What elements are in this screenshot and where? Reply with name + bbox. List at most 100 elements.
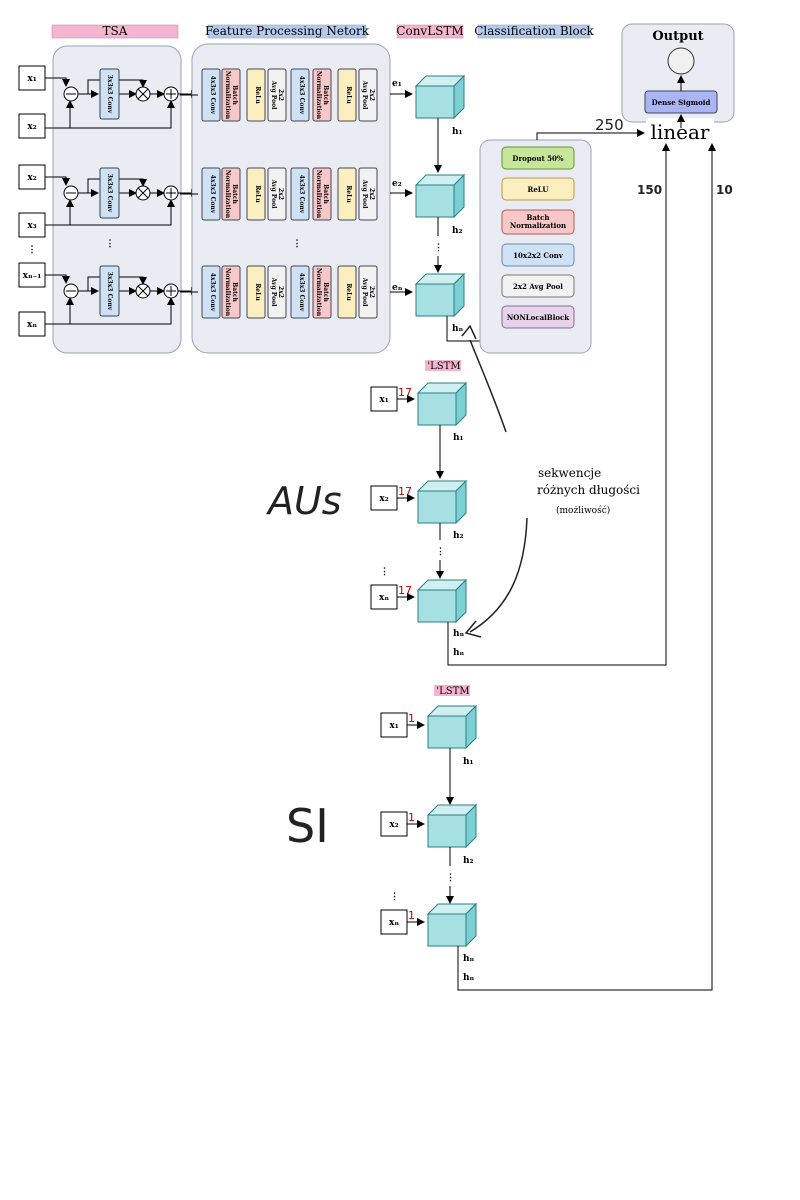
classification-block [501,177,575,201]
feature-block [337,265,357,319]
feature-block-label: BatchNormalization [315,170,329,219]
feature-block [201,265,221,319]
aus-ellipsis: ⋮ [436,546,445,557]
convlstm-cell [415,174,465,218]
output-node [667,47,695,75]
note-line-2: różnych długości [537,483,640,497]
si-lstm-cell [427,903,477,947]
feature-block [267,68,287,122]
si-lstm: 'LSTM x₁ 1 h₁ x₂ 1 h₂ ⋮ ⋮ xₙ 1 hₙ hₙ 10 … [286,143,733,991]
aus-handwritten-label: AUs [265,479,342,523]
tsa-input-label: xₙ [27,320,37,330]
convlstm-cell [415,273,465,317]
convlstm-cell [415,75,465,119]
aus-input-label: x₁ [379,395,388,405]
aus-lstm-cell [417,382,467,426]
feature-block-label: ReLu [254,86,261,104]
feature-block-label: BatchNormalization [224,268,238,317]
tsa-conv-label: 3x3x3 Conv [106,75,113,114]
feature-block-label: 2x2Avg Pool [361,277,375,308]
feature-block [337,167,357,221]
classification-to-linear-edge [536,129,645,140]
tsa-input-label: x₁ [27,74,36,84]
note-line-3: (możliwość) [556,505,610,516]
tsa-inputs: x₁ x₂ x₂ x₃ ⋮ xₙ₋₁ xₙ [18,65,46,337]
classification-title: Classification Block [474,24,594,38]
feature-block [246,167,266,221]
feature-block [312,68,332,122]
classification-block-label: 2x2 Avg Pool [513,282,563,291]
si-handwritten-label: SI [286,799,329,853]
feature-block [246,68,266,122]
si-hidden-label: h₂ [463,856,474,866]
aus-input-label: xₙ [379,593,389,603]
classification-block-label: NONLocalBlock [507,313,569,322]
aus-hidden-label: h₁ [453,433,464,443]
aus-lstm-cell [417,480,467,524]
tsa-ellipsis: ⋮ [106,238,115,249]
feature-block [358,167,378,221]
convlstm-input-en: eₙ [392,283,403,293]
tsa-conv-blocks: 3x3x3 Conv 3x3x3 Conv 3x3x3 Conv [99,68,120,317]
convlstm-header: ConvLSTM [396,24,464,39]
si-hidden-label: hₙ [463,973,475,983]
feature-title: Feature Processing Netork [205,24,370,38]
feature-block-label: 4x3x3 Conv [209,76,216,115]
classification-block [501,209,575,235]
classification-block [501,305,575,329]
output-title: Output [652,29,703,44]
si-input-label: x₁ [389,721,398,731]
feature-block [312,167,332,221]
feature-block-label: ReLu [345,185,352,203]
hand-arrow-to-classification [469,339,507,433]
feature-block [290,167,310,221]
classification-block-label: Dropout 50% [512,154,563,163]
aus-lstm-cell [417,579,467,623]
dim-10-label: 10 [716,183,733,197]
feature-block [337,68,357,122]
tsa-title: TSA [103,24,128,38]
classification-block [501,274,575,298]
feature-block-label: ReLu [254,283,261,301]
convlstm-input-e2: e₂ [392,179,402,189]
feature-block-label: 4x3x3 Conv [209,175,216,214]
feature-block [312,265,332,319]
tsa-input-label: x₂ [27,173,36,183]
feature-block-label: 2x2Avg Pool [270,277,284,308]
si-input-dim: 1 [408,712,415,725]
tsa-header: TSA [51,24,179,39]
feature-block [201,68,221,122]
si-ellipsis: ⋮ [446,872,455,883]
feature-block [221,167,241,221]
aus-input-label: x₂ [379,494,388,504]
feature-block [267,265,287,319]
aus-input-dim: 17 [398,386,412,399]
sequence-note: sekwencje różnych długości (możliwość) [537,466,640,516]
si-input-dim: 1 [408,909,415,922]
feature-block-label: 2x2Avg Pool [270,179,284,210]
feature-block-label: 2x2Avg Pool [361,179,375,210]
tsa-conv-label: 3x3x3 Conv [106,174,113,213]
tsa-row-3 [45,274,199,325]
feature-block-label: BatchNormalization [315,268,329,317]
feature-block-label: 2x2Avg Pool [270,80,284,111]
si-header: 'LSTM [436,686,469,697]
feature-block [201,167,221,221]
feature-header: Feature Processing Netork [205,24,370,39]
feature-block [290,68,310,122]
convlstm-hidden-h2: h₂ [452,226,463,236]
aus-header: 'LSTM [427,361,460,372]
feature-block-label: ReLu [254,185,261,203]
convlstm-ellipsis: ⋮ [434,242,443,253]
tsa-input-label: x₂ [27,122,36,132]
aus-hidden-label: h₂ [453,531,464,541]
convlstm-hidden-h1: h₁ [452,127,463,137]
feature-block [246,265,266,319]
classification-block-label: 10x2x2 Conv [513,251,564,260]
aus-hidden-label: hₙ [453,648,465,658]
si-hidden-label: h₁ [463,757,474,767]
convlstm-hidden-hn: hₙ [452,324,464,334]
aus-input-dim: 17 [398,485,412,498]
feature-block-label: BatchNormalization [224,71,238,120]
